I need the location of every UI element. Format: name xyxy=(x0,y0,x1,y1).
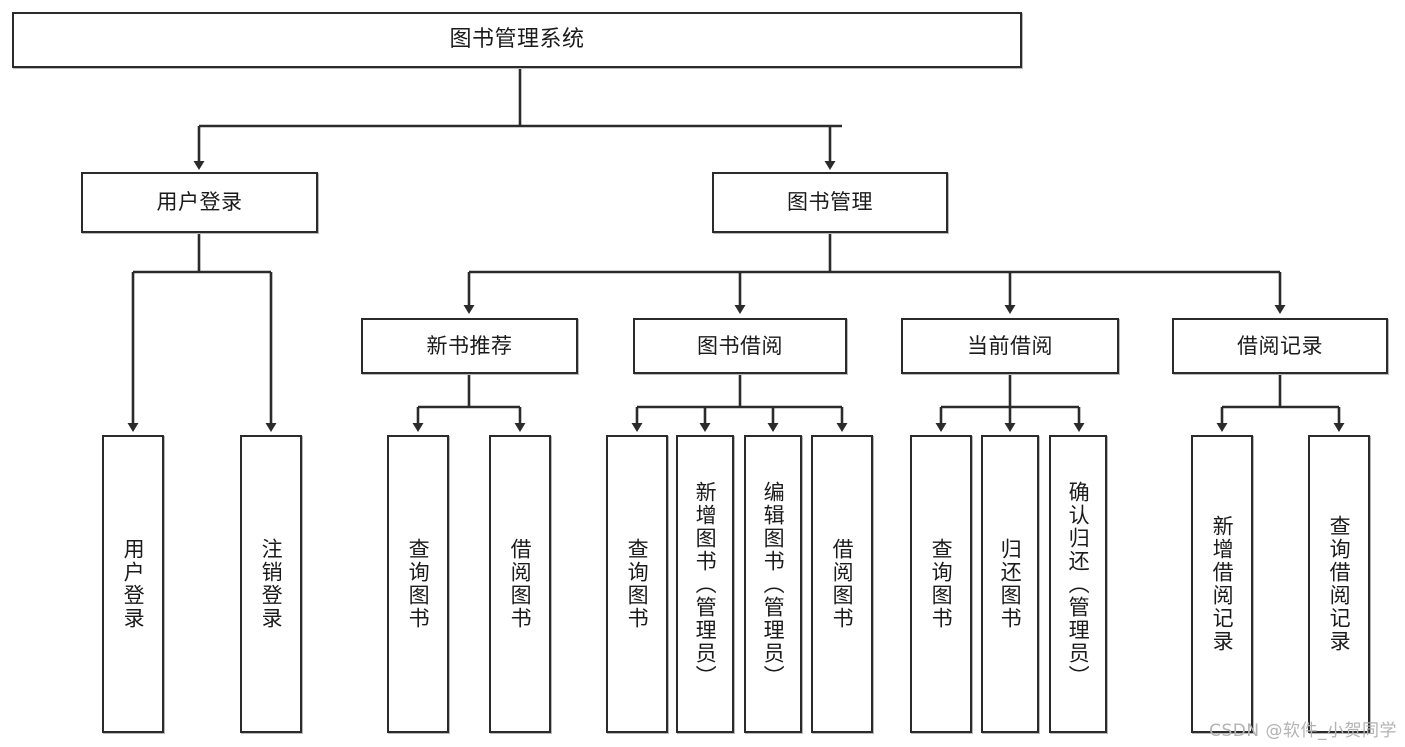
node-label: 借阅图书 xyxy=(508,538,533,630)
node-label: 借阅记录 xyxy=(1237,333,1323,358)
node-book-borrow[interactable]: 图书借阅 xyxy=(633,318,847,374)
node-user-login[interactable]: 用户登录 xyxy=(81,172,318,233)
node-label: 用户登录 xyxy=(121,538,146,630)
csdn-watermark: CSDN @软件_小贺同学 xyxy=(1209,721,1397,741)
node-label: 确认归还（管理员） xyxy=(1066,480,1091,688)
node-leaf-query-book-2[interactable]: 查询图书 xyxy=(606,435,668,733)
node-label: 图书管理 xyxy=(787,190,873,215)
node-label: 归还图书 xyxy=(998,538,1023,630)
node-current-borrow[interactable]: 当前借阅 xyxy=(901,318,1119,374)
node-label: 注销登录 xyxy=(259,538,284,630)
node-label: 查询图书 xyxy=(406,538,431,630)
node-leaf-borrow-book-1[interactable]: 借阅图书 xyxy=(489,435,551,733)
node-root-book-management-system[interactable]: 图书管理系统 xyxy=(12,12,1022,68)
node-leaf-add-book[interactable]: 新增图书（管理员） xyxy=(676,435,734,733)
node-book-manage[interactable]: 图书管理 xyxy=(712,172,948,233)
node-label: 借阅图书 xyxy=(830,538,855,630)
node-label: 当前借阅 xyxy=(967,333,1053,358)
node-label: 查询借阅记录 xyxy=(1327,515,1352,653)
node-new-book-recommend[interactable]: 新书推荐 xyxy=(361,318,578,374)
node-leaf-user-login[interactable]: 用户登录 xyxy=(102,435,164,733)
node-leaf-return-book[interactable]: 归还图书 xyxy=(981,435,1039,733)
node-label: 新书推荐 xyxy=(426,333,513,358)
node-label: 编辑图书（管理员） xyxy=(761,480,786,688)
node-label: 用户登录 xyxy=(156,190,243,215)
node-leaf-add-record[interactable]: 新增借阅记录 xyxy=(1191,435,1253,733)
node-label: 图书借阅 xyxy=(697,333,783,358)
node-label: 查询图书 xyxy=(929,538,954,630)
node-leaf-query-book-1[interactable]: 查询图书 xyxy=(387,435,449,733)
node-leaf-query-book-3[interactable]: 查询图书 xyxy=(910,435,972,733)
node-leaf-borrow-book-2[interactable]: 借阅图书 xyxy=(811,435,873,733)
node-leaf-confirm-return[interactable]: 确认归还（管理员） xyxy=(1049,435,1107,733)
node-label: 查询图书 xyxy=(625,538,650,630)
node-label: 新增借阅记录 xyxy=(1210,515,1235,653)
node-label: 新增图书（管理员） xyxy=(693,480,718,688)
node-leaf-query-record[interactable]: 查询借阅记录 xyxy=(1308,435,1370,733)
node-leaf-logout-login[interactable]: 注销登录 xyxy=(240,435,302,733)
node-leaf-edit-book[interactable]: 编辑图书（管理员） xyxy=(744,435,802,733)
node-borrow-record[interactable]: 借阅记录 xyxy=(1172,318,1388,374)
node-label: 图书管理系统 xyxy=(449,27,585,53)
